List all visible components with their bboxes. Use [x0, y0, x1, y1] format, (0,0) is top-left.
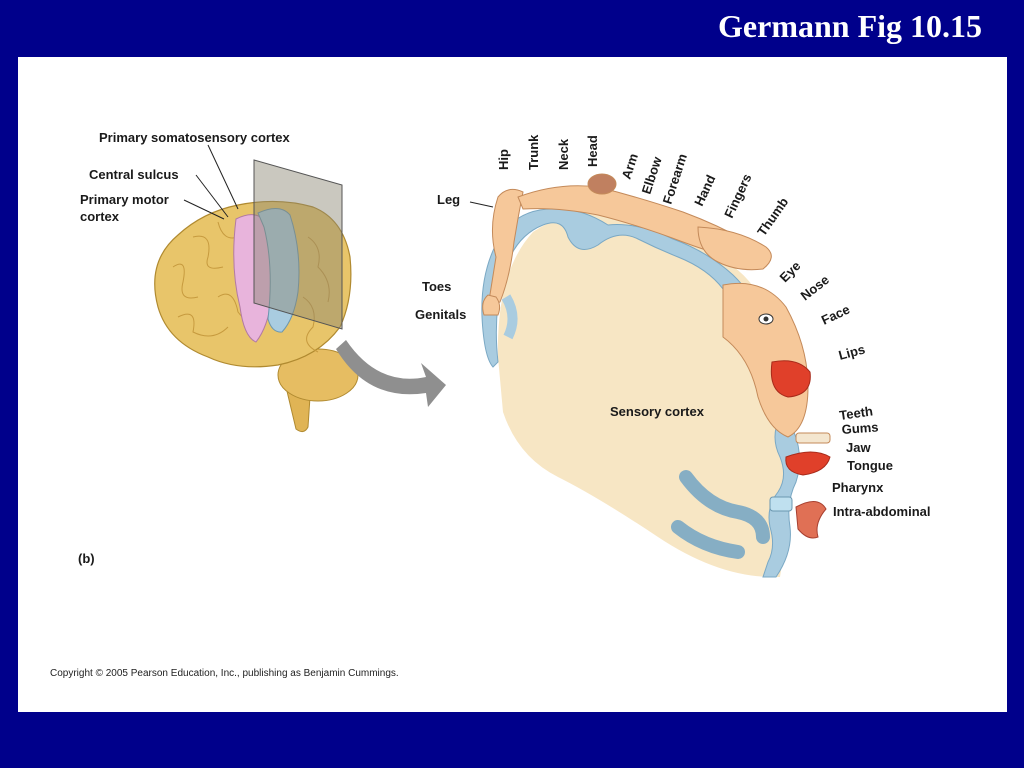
brain-illustration [154, 159, 359, 433]
label-nose: Nose [798, 272, 832, 303]
label-lips: Lips [837, 341, 867, 362]
homunculus-teeth [795, 432, 831, 444]
homunculus-leg [487, 188, 524, 308]
label-primary-somatosensory-cortex: Primary somatosensory cortex [99, 130, 291, 145]
label-hip: Hip [496, 149, 511, 170]
homunculus-head [587, 173, 617, 195]
label-primary-motor: Primary motor [80, 192, 169, 207]
label-gums: Gums [841, 419, 879, 437]
panel-label: (b) [78, 551, 95, 566]
label-eye: Eye [777, 258, 804, 285]
arrow-icon [336, 340, 446, 407]
label-arm: Arm [619, 152, 641, 181]
label-thumb: Thumb [754, 195, 791, 239]
homunculus-pharynx [769, 496, 793, 512]
label-toes: Toes [422, 279, 451, 294]
label-genitals: Genitals [415, 307, 466, 322]
label-intra-abdominal: Intra-abdominal [833, 504, 931, 519]
copyright-notice: Copyright © 2005 Pearson Education, Inc.… [50, 668, 399, 679]
somatosensory-cortex-band [257, 208, 300, 333]
label-tongue: Tongue [847, 458, 893, 473]
label-face: Face [819, 302, 852, 328]
homunculus-tongue [785, 451, 831, 476]
label-fingers: Fingers [721, 171, 754, 220]
figure-panel: Primary somatosensory cortex Central sul… [18, 57, 1007, 712]
homunculus-face [722, 282, 809, 438]
label-cortex: cortex [80, 209, 120, 224]
homunculus [482, 173, 831, 539]
label-jaw: Jaw [846, 440, 871, 455]
figure-svg: Primary somatosensory cortex Central sul… [78, 130, 931, 578]
homunculus-hand [697, 226, 772, 271]
label-hand: Hand [691, 172, 718, 208]
label-elbow: Elbow [639, 154, 665, 196]
label-pharynx: Pharynx [832, 480, 884, 495]
label-central-sulcus: Central sulcus [89, 167, 179, 182]
label-neck: Neck [556, 138, 571, 170]
label-leg: Leg [437, 192, 460, 207]
label-head: Head [585, 135, 600, 167]
section-plane [253, 159, 343, 330]
homunculus-lips [770, 360, 811, 398]
label-teeth: Teeth [838, 403, 874, 423]
slide-title: Germann Fig 10.15 [718, 8, 982, 44]
label-trunk: Trunk [526, 134, 541, 170]
homunculus-toes [482, 294, 501, 316]
label-sensory-cortex: Sensory cortex [610, 404, 705, 419]
homunculus-intra-abdominal [795, 501, 827, 539]
